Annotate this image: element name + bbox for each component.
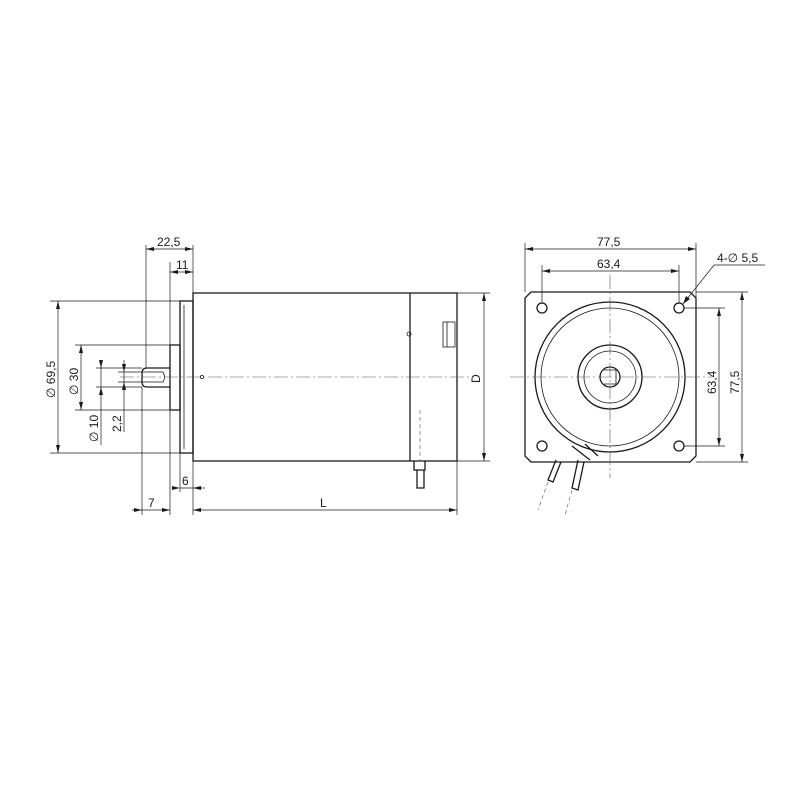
dim-hole-spacing-side: 63,4: [705, 370, 719, 394]
diameter-symbol: ∅: [728, 251, 738, 265]
square-flange: [524, 291, 697, 463]
dim-shaft-flat: 7: [148, 496, 155, 510]
mounting-hole-tl: [536, 302, 548, 314]
dim-flange-width-top: 77,5: [597, 235, 621, 249]
diameter-symbol: ∅: [67, 385, 81, 395]
hole-leader-line: [682, 264, 715, 305]
dim-body-diameter: D: [469, 374, 483, 383]
side-view: 22,5 11 6 7 L D: [44, 235, 490, 515]
svg-text:∅ 69,5: ∅ 69,5: [44, 361, 58, 398]
boss: [169, 344, 181, 411]
dim-hole-spacing-top: 63,4: [597, 257, 621, 271]
dim-shaft-diameter: 10: [87, 415, 101, 429]
dim-flange-width-side: 77,5: [728, 370, 742, 394]
diameter-symbol: ∅: [87, 432, 101, 442]
diameter-symbol: ∅: [44, 388, 58, 398]
mounting-hole-bl: [536, 440, 548, 452]
terminal-pin: [413, 461, 426, 489]
mounting-hole-tr: [673, 302, 685, 314]
endcap-slot: [442, 321, 456, 348]
screw-hole: [406, 331, 412, 337]
svg-text:∅ 10: ∅ 10: [87, 415, 101, 442]
dim-key-height: 2,2: [110, 415, 124, 432]
dim-boss-diameter: 30: [67, 368, 81, 382]
cable-lead: [571, 443, 599, 461]
dim-overall-length: L: [320, 496, 327, 510]
shaft: [141, 367, 170, 388]
dim-pilot-diameter: 69,5: [44, 361, 58, 385]
dim-flange-thickness: 11: [176, 258, 189, 272]
cable-lead: [547, 459, 562, 483]
dim-shaft-offset: 6: [182, 474, 189, 488]
dim-flange-to-front: 22,5: [157, 235, 181, 249]
mounting-hole-br: [673, 440, 685, 452]
dim-hole-diameter: 5,5: [741, 251, 758, 265]
front-view: 77,5 63,4 63,4 77,5 4-∅ 5,5: [510, 235, 765, 516]
cable-lead: [571, 459, 585, 491]
dim-mounting-holes: 4-: [717, 251, 728, 265]
svg-text:4-∅ 5,5: 4-∅ 5,5: [717, 251, 758, 265]
svg-text:∅ 30: ∅ 30: [67, 368, 81, 395]
